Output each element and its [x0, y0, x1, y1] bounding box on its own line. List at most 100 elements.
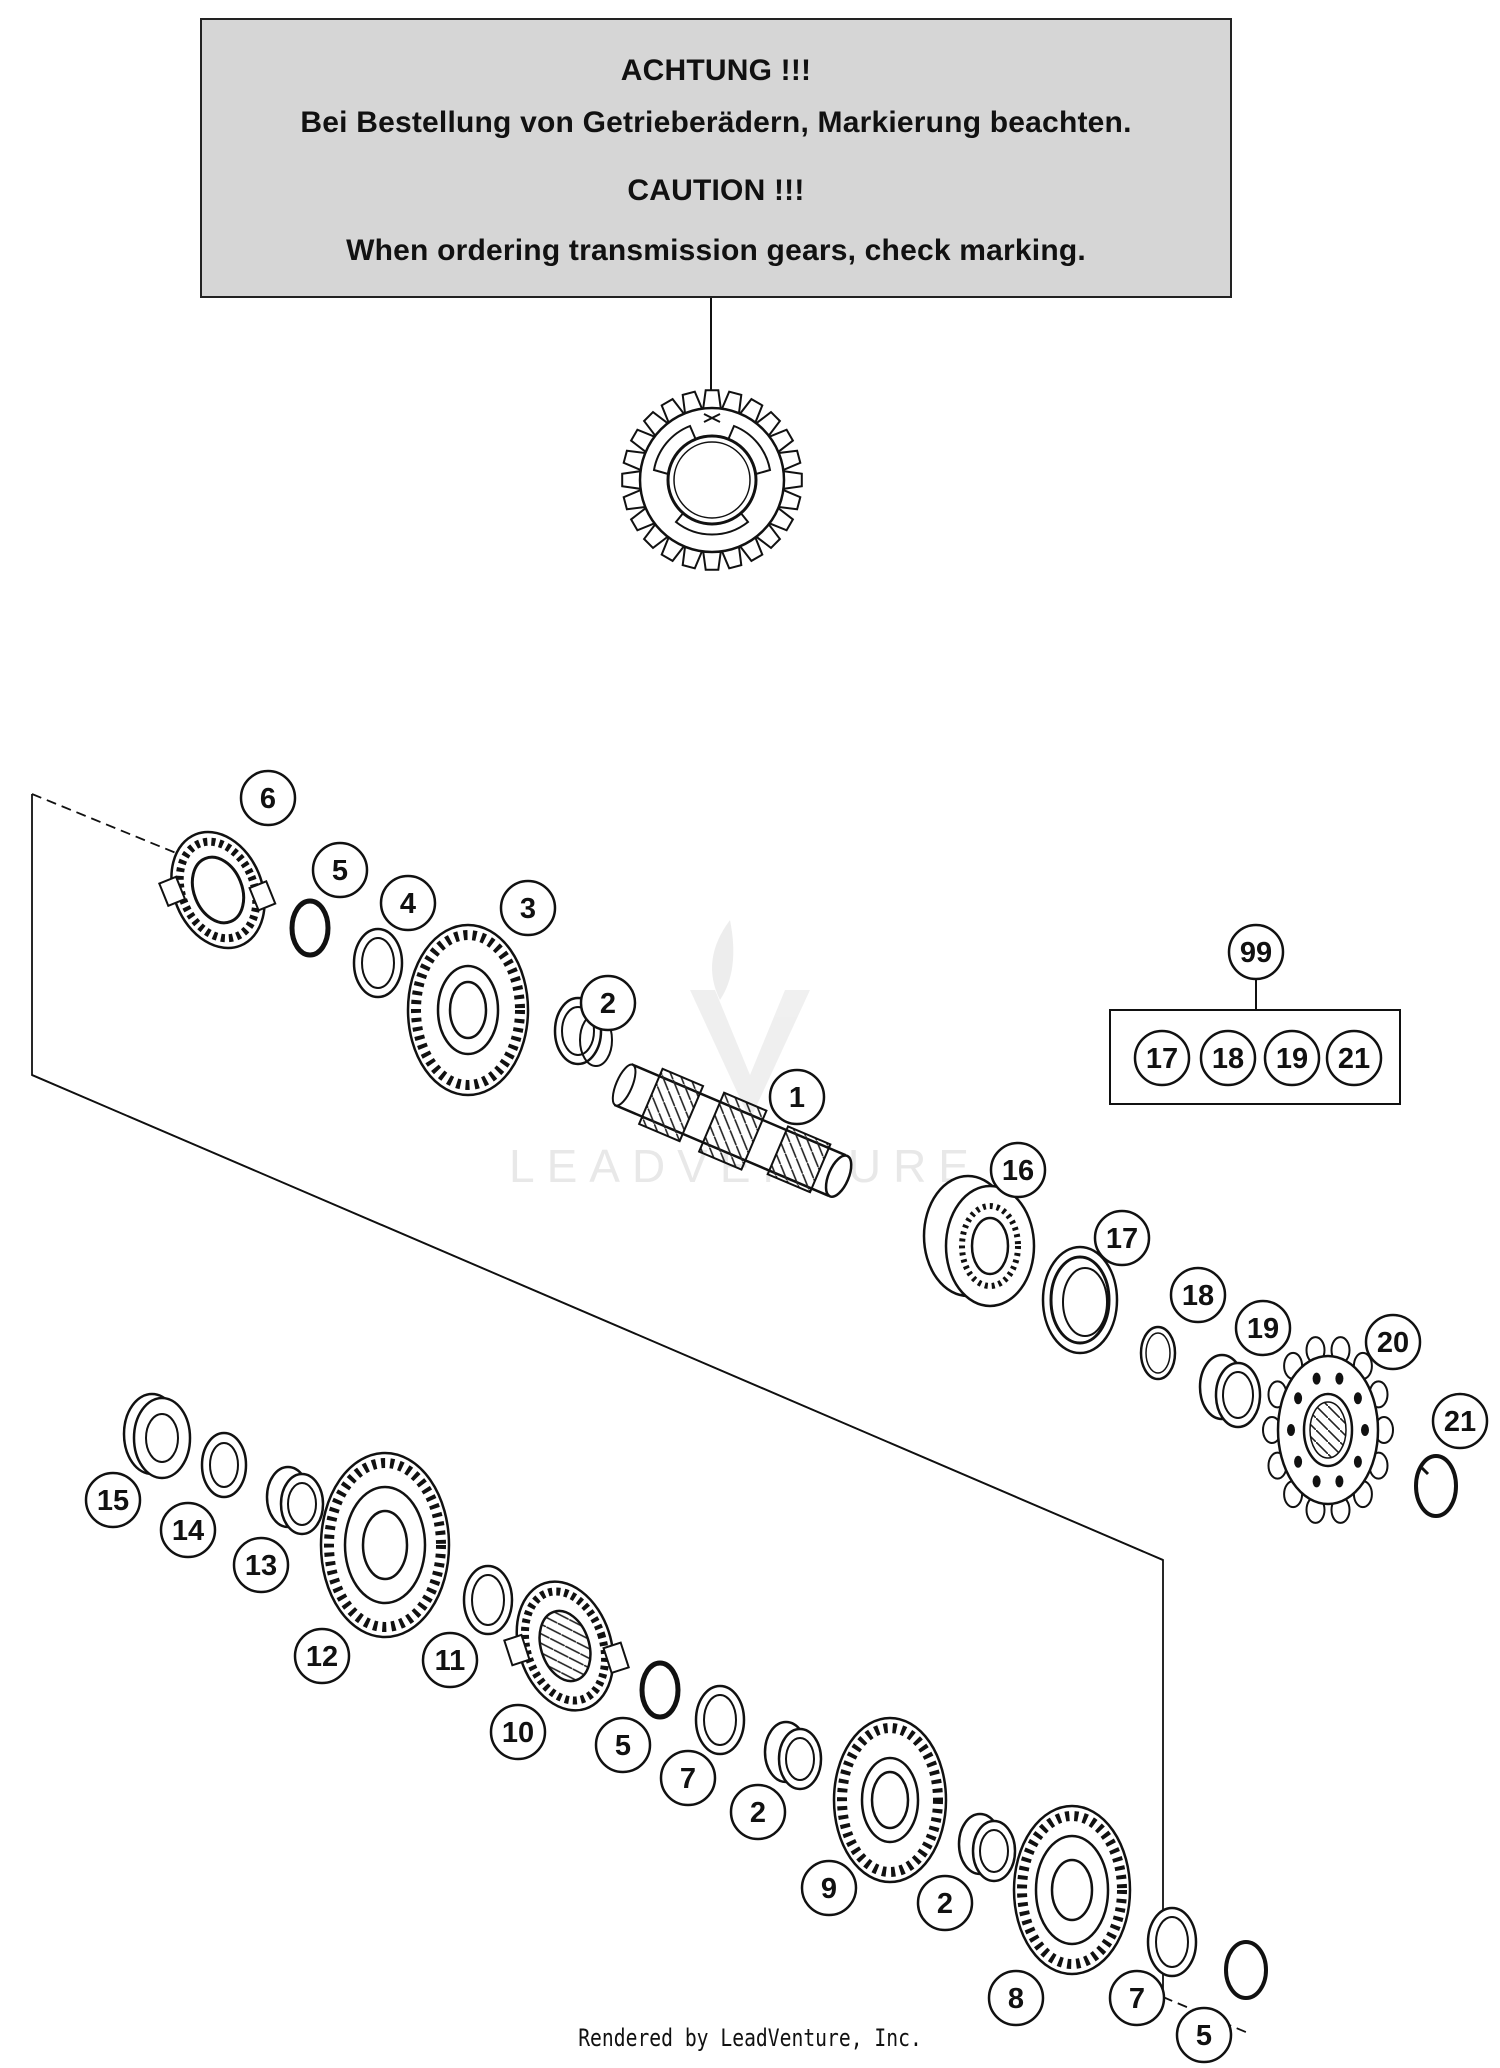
- callout-label: 4: [400, 888, 416, 920]
- part-5-circlip: [289, 898, 331, 958]
- callout-2: 2: [916, 1874, 974, 1932]
- render-credit: Rendered by LeadVenture, Inc.: [578, 2024, 922, 2052]
- callout-circle: [1169, 1266, 1227, 1324]
- callout-circle: [499, 879, 557, 937]
- callout-11: 11: [421, 1631, 479, 1689]
- callout-label: 14: [172, 1515, 204, 1547]
- callout-label: 5: [332, 855, 348, 887]
- callout-circle: [916, 1874, 974, 1932]
- kit-member-label: 21: [1338, 1043, 1370, 1075]
- callout-20: 20: [1364, 1313, 1422, 1371]
- part-12-gear: [319, 1451, 451, 1639]
- callout-circle: [594, 1716, 652, 1774]
- callout-label: 1: [789, 1082, 805, 1114]
- callout-2: 2: [729, 1783, 787, 1841]
- kit-member-label: 18: [1212, 1043, 1244, 1075]
- callout-label: 7: [680, 1763, 696, 1795]
- part-6-gear: [157, 830, 277, 950]
- callout-circle: [1108, 1969, 1166, 2027]
- kit-member-18: 18: [1199, 1029, 1257, 1087]
- callout-15: 15: [84, 1471, 142, 1529]
- callout-circle: [1175, 2006, 1233, 2064]
- part-18-o-ring: [1139, 1325, 1177, 1381]
- callout-circle: [239, 769, 297, 827]
- part-13-bushing: [265, 1465, 325, 1536]
- assembly-boundary: [31, 793, 1249, 2034]
- callout-8: 8: [987, 1969, 1045, 2027]
- callout-circle: [1364, 1313, 1422, 1371]
- callout-circle: [84, 1471, 142, 1529]
- callout-circle: [293, 1627, 351, 1685]
- part-7-washer-lower: [1146, 1906, 1198, 1978]
- caution-text-en: When ordering transmission gears, check …: [346, 234, 1086, 267]
- callout-label: 2: [600, 988, 616, 1020]
- part-16-bearing: [922, 1174, 1036, 1308]
- part-8-gear: [1012, 1804, 1132, 1976]
- callout-14: 14: [159, 1501, 217, 1559]
- callout-label: 20: [1377, 1327, 1409, 1359]
- part-20-sprocket: [1262, 1336, 1394, 1524]
- part-7-washer: [694, 1684, 746, 1756]
- callout-5: 5: [1175, 2006, 1233, 2064]
- callout-label: 11: [435, 1645, 466, 1677]
- callout-1: 1: [768, 1068, 826, 1126]
- callout-label: 7: [1129, 1983, 1145, 2015]
- callout-16: 16: [989, 1141, 1047, 1199]
- callout-circle: [729, 1783, 787, 1841]
- part-2-bushing-lower-2: [957, 1812, 1017, 1883]
- part-4-washer: [352, 927, 404, 999]
- callout-label: 18: [1182, 1280, 1214, 1312]
- part-15-bearing: [122, 1392, 192, 1480]
- callout-label: 9: [821, 1873, 837, 1905]
- callout-circle: [987, 1969, 1045, 2027]
- callout-12: 12: [293, 1627, 351, 1685]
- callout-label: 5: [1196, 2020, 1212, 2052]
- callout-99: 99: [1227, 923, 1285, 981]
- callout-17: 17: [1093, 1209, 1151, 1267]
- part-14-washer: [200, 1431, 248, 1499]
- callout-circle: [311, 841, 369, 899]
- callout-circle: [579, 974, 637, 1032]
- callout-circle: [421, 1631, 479, 1689]
- kit-member-label: 17: [1146, 1043, 1178, 1075]
- kit-member-label: 19: [1276, 1043, 1308, 1075]
- callout-label: 16: [1002, 1155, 1034, 1187]
- callout-10: 10: [489, 1703, 547, 1761]
- callout-3: 3: [499, 879, 557, 937]
- part-9-gear: [832, 1716, 948, 1884]
- callout-18: 18: [1169, 1266, 1227, 1324]
- callout-6: 6: [239, 769, 297, 827]
- kit-label: 99: [1240, 937, 1272, 969]
- callout-label: 21: [1444, 1406, 1476, 1438]
- callout-circle: [159, 1501, 217, 1559]
- callout-circle: [989, 1141, 1047, 1199]
- callout-label: 15: [97, 1485, 129, 1517]
- callout-circle: [232, 1536, 290, 1594]
- callout-circle: [1431, 1392, 1489, 1450]
- part-5-circlip-lower-2: [1224, 1940, 1268, 2000]
- callout-label: 17: [1106, 1223, 1138, 1255]
- callout-circle: [489, 1703, 547, 1761]
- callout-label: 2: [937, 1888, 953, 1920]
- callout-5: 5: [594, 1716, 652, 1774]
- callout-label: 10: [502, 1717, 534, 1749]
- part-1-main-shaft: [611, 1063, 853, 1198]
- part-21-circlip: [1414, 1454, 1458, 1518]
- kit-member-19: 19: [1263, 1029, 1321, 1087]
- callout-2: 2: [579, 974, 637, 1032]
- callout-19: 19: [1234, 1299, 1292, 1357]
- marking-detail-gear: [621, 389, 803, 571]
- callout-circle: [379, 874, 437, 932]
- callout-21: 21: [1431, 1392, 1489, 1450]
- callout-label: 3: [520, 893, 536, 925]
- callout-13: 13: [232, 1536, 290, 1594]
- callout-circle: [1093, 1209, 1151, 1267]
- caution-text-de: Bei Bestellung von Getrieberädern, Marki…: [300, 106, 1132, 139]
- kit-member-21: 21: [1325, 1029, 1383, 1087]
- caution-heading-de: ACHTUNG !!!: [620, 54, 812, 87]
- callout-4: 4: [379, 874, 437, 932]
- part-19-spacer: [1198, 1353, 1262, 1429]
- callout-circle: [1234, 1299, 1292, 1357]
